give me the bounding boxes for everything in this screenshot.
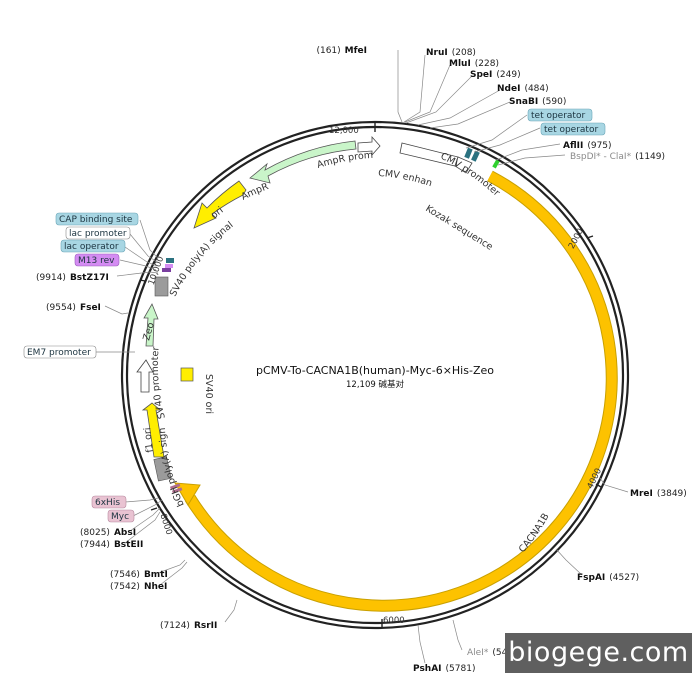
cap-binding-site-label: CAP binding site (59, 215, 133, 225)
feature-label-sv40-ori: SV40 ori (203, 374, 214, 414)
site-pshai: PshAI(5781) (413, 664, 475, 674)
sv40-promoter-arrow (136, 359, 154, 393)
site-mfei: (161)MfeI (316, 46, 367, 56)
tet-operator-1-box (527, 108, 593, 122)
zeo-arrow (143, 303, 159, 347)
feature-label-kozak: Kozak sequence (423, 203, 494, 253)
site-bstz17i: (9914)BstZ17I (36, 273, 109, 283)
f1-ori-arrow (141, 402, 165, 458)
feature-label-sv40-polya: SV40 poly(A) signal (168, 220, 236, 299)
tet-operator-1-label: tet operator (531, 111, 585, 121)
right-site-leaders (417, 477, 629, 664)
lac-promoter-box (65, 226, 131, 240)
site-fspai: FspAI(4527) (577, 573, 639, 583)
feature-label-f1-ori: f1 ori (142, 427, 156, 453)
site-ndei: NdeI(484) (497, 84, 549, 94)
lac-operator-box (60, 239, 126, 253)
site-mrei: MreI(3849) (630, 489, 687, 499)
sv40-polya-box (154, 276, 169, 297)
green-site-mark (492, 159, 500, 169)
site-mlui: MluI(228) (449, 59, 499, 69)
ampr-promoter-arrow (357, 135, 381, 157)
plasmid-title: pCMV-To-CACNA1B(human)-Myc-6×His-Zeo (256, 364, 494, 377)
myc-mark (171, 487, 183, 494)
tet-operator-2-box (540, 122, 606, 136)
feature-label-ampr: AmpR (239, 181, 270, 203)
plasmid-size: 12,109 碱基对 (346, 379, 404, 390)
6xhis-box (91, 495, 127, 509)
myc-label: Myc (111, 512, 129, 522)
site-aflii: AflII(975) (563, 141, 612, 151)
site-bmti: (7546)BmtI (110, 570, 168, 580)
ampr-arrow (249, 140, 357, 184)
tick-label: 6000 (383, 616, 405, 626)
site-absi: (8025)AbsI (80, 528, 136, 538)
tet-operator-2-label: tet operator (544, 125, 598, 135)
feature-label-ampr-promoter: AmpR promoter (0, 0, 373, 171)
bgh-polya-box (153, 456, 172, 482)
ring-ticks (139, 121, 602, 628)
6xhis-label: 6xHis (95, 498, 120, 508)
site-snabi: SnaBI(590) (509, 97, 566, 107)
site-bspdi-clai: BspDI* - ClaI*(1149) (570, 152, 665, 162)
watermark: biogege.com (505, 633, 692, 673)
site-rsrii: (7124)RsrII (160, 621, 217, 631)
m13-mark (165, 264, 173, 268)
site-nrui: NruI(208) (426, 48, 476, 58)
tet-operator-2-mark (471, 150, 480, 162)
m13-rev-box (74, 253, 120, 267)
left-site-leaders (96, 219, 238, 623)
m13-rev-label: M13 rev (78, 256, 115, 266)
em7-promoter-box (23, 345, 97, 359)
lac-mark (162, 268, 171, 272)
sv40-ori-box (180, 367, 194, 382)
cap-mark (166, 258, 174, 263)
lac-operator-label: lac operator (64, 242, 119, 252)
site-fsei: (9554)FseI (46, 303, 101, 313)
tet-operator-1-mark (464, 147, 473, 159)
cmv-promoter-shape (454, 156, 473, 174)
site-bsteii: (7944)BstEII (80, 540, 143, 550)
top-site-leaders (397, 50, 566, 166)
his-mark (169, 483, 181, 490)
feature-label-zeo: Zeo (141, 321, 157, 342)
myc-box (107, 509, 135, 523)
em7-promoter-label: EM7 promoter (27, 348, 91, 358)
ori-arrow (193, 180, 247, 229)
lac-promoter-label: lac promoter (69, 229, 127, 239)
site-nhei: (7542)NheI (110, 582, 167, 592)
site-spei: SpeI(249) (470, 70, 521, 80)
cap-binding-site-box (55, 212, 139, 226)
cacna1b-arc (185, 171, 617, 611)
tick-label: 12,000 (329, 126, 359, 136)
